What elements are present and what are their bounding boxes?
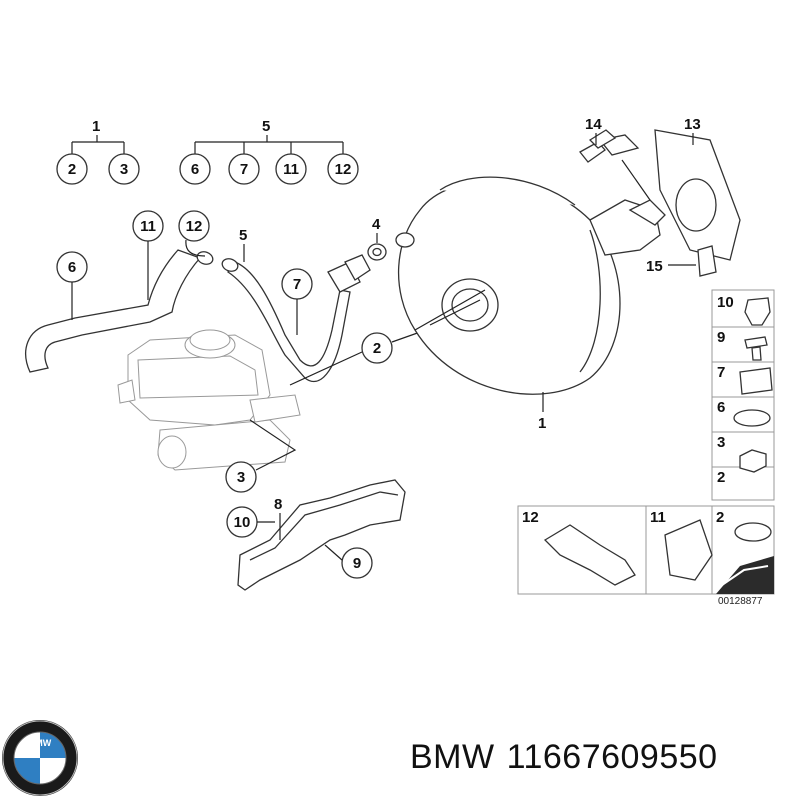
callout-12-hose: 12 xyxy=(186,218,203,235)
callout-6-top: 6 xyxy=(191,161,199,178)
brand-name: BMW xyxy=(410,738,495,776)
callout-11-top: 11 xyxy=(283,161,299,178)
vacuum-hose xyxy=(25,243,387,383)
side-label-10: 10 xyxy=(717,294,734,311)
callout-12-top: 12 xyxy=(335,161,352,178)
callout-2-top: 2 xyxy=(68,161,76,178)
side-label-7: 7 xyxy=(717,364,725,381)
callout-9: 9 xyxy=(353,555,361,572)
pushrod-clip xyxy=(579,129,640,163)
gasket-plate xyxy=(654,129,741,261)
heat-shield xyxy=(237,479,406,591)
arrow-icon xyxy=(716,556,774,594)
bottom-label-11: 11 xyxy=(650,509,666,526)
o-ring-part xyxy=(734,522,772,542)
callout-8: 8 xyxy=(274,496,282,513)
callout-2-top-circle xyxy=(56,153,88,185)
callout-3-top-circle xyxy=(108,153,140,185)
hose-holder-part xyxy=(543,524,636,586)
callout-14: 14 xyxy=(585,116,602,133)
bottom-label-12: 12 xyxy=(522,509,539,526)
bottom-label-2: 2 xyxy=(716,509,724,526)
grommet-block-part xyxy=(739,367,773,395)
bottom-parts-panel: 12 11 2 xyxy=(517,505,775,595)
nut-part xyxy=(739,449,767,473)
svg-text:BMW: BMW xyxy=(29,738,52,748)
brake-booster xyxy=(395,176,666,395)
callout-10: 10 xyxy=(234,514,251,531)
brake-master-cylinder xyxy=(117,329,301,471)
push-rivet-part xyxy=(744,297,771,326)
callout-15: 15 xyxy=(646,258,663,275)
callout-5-top: 5 xyxy=(262,118,270,135)
screw-part xyxy=(744,336,768,349)
side-label-2: 2 xyxy=(717,469,725,486)
side-parts-panel: 10 9 7 6 3 2 xyxy=(711,289,775,501)
clip-part xyxy=(664,519,713,581)
spring-clip xyxy=(697,245,717,277)
callout-7-top: 7 xyxy=(240,161,248,178)
legend-group-1: 1 2 3 xyxy=(56,118,140,185)
part-number: 11667609550 xyxy=(506,738,718,776)
callout-3-mid: 3 xyxy=(237,469,245,486)
callout-7-hose: 7 xyxy=(293,276,301,293)
side-label-9: 9 xyxy=(717,329,725,346)
legend-group-5: 5 6 7 11 12 xyxy=(179,118,359,185)
callout-1-top: 1 xyxy=(92,118,100,135)
callout-3-top: 3 xyxy=(120,161,128,178)
footer-caption: BMW 11667609550 xyxy=(410,738,718,777)
bmw-logo-icon: BMW xyxy=(2,720,78,796)
callout-13: 13 xyxy=(684,116,701,133)
callout-5-hose: 5 xyxy=(239,227,247,244)
hose-clamp-part xyxy=(733,409,771,427)
callout-4: 4 xyxy=(372,216,381,233)
side-label-3: 3 xyxy=(717,434,725,451)
diagram-id: 00128877 xyxy=(718,596,763,607)
callout-11-hose: 11 xyxy=(140,218,156,235)
callout-6-hose: 6 xyxy=(68,259,76,276)
callout-1-booster: 1 xyxy=(538,415,546,432)
side-label-6: 6 xyxy=(717,399,725,416)
callout-2-mid: 2 xyxy=(373,340,381,357)
